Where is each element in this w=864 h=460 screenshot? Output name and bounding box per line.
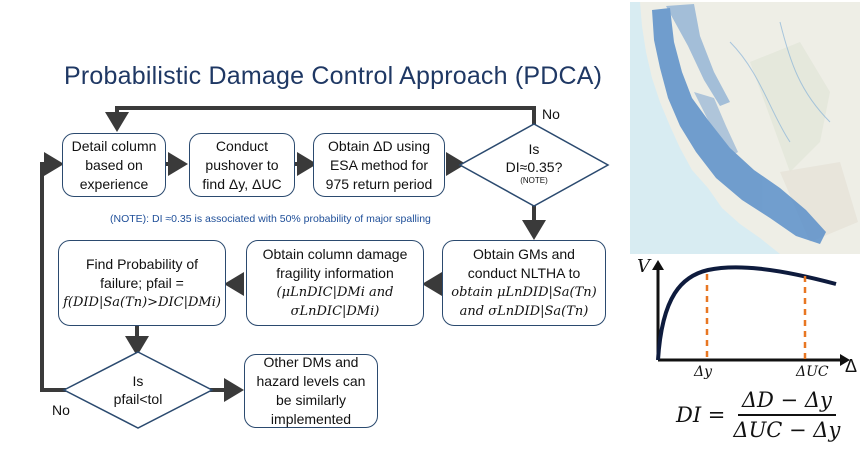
box-esa-line2: ESA method for 975 return period [325,156,433,192]
box-pushover: Conduct pushover to find Δy, ΔUC [189,133,295,197]
decision-pfail-text: Is pfail<tol [88,372,188,408]
box-gms-line3: and σLnDID|Sa(Tn) [459,304,589,319]
delta-axis-arrow [840,354,850,366]
box-gms-line1: Obtain GMs and conduct NLTHA to [467,246,581,281]
arrow-no-loop-top [105,106,536,132]
page-title: Probabilistic Damage Control Approach (P… [64,62,603,90]
box-frag-line2: (μLnDIC|DMi and [276,285,394,300]
box-pushover-line1: Conduct pushover to [205,137,279,173]
decision-pfail-line2: pfail<tol [113,391,163,407]
formula-lhs: DI = [676,403,726,427]
box-prob-line3: f(DID|Sa(Tn)>DIC|DMi) [63,294,221,310]
label-no-bottom: No [52,402,70,418]
box-other-text: Other DMs and hazard levels can be simil… [256,354,366,427]
box-prob-line1: Find Probability of [85,255,199,272]
formula-denominator: ΔUC − Δy [733,418,841,442]
box-fragility: Obtain column damage fragility informati… [246,240,424,326]
decision-pfail-line1: Is [132,373,144,389]
decision-di-text: Is DI≈0.35? (NOTE) [484,140,584,185]
delta-axis-label: Δ [845,356,858,376]
di-formula: DI = ΔD − Δy ΔUC − Δy [676,388,840,442]
box-gms-line2: obtain μLnDID|Sa(Tn) [451,285,597,300]
box-frag-line3: σLnDIC|DMi) [290,304,380,319]
box-esa: Obtain ΔD using ESA method for 975 retur… [313,133,445,197]
box-gms-nltha: Obtain GMs and conduct NLTHA to obtain μ… [442,240,606,326]
arrow-no-loop-left [40,152,66,392]
box-prob-line2: failure; pfail = [100,274,184,291]
note-text: (NOTE): DI ≈0.35 is associated with 50% … [110,213,431,225]
dy-label: Δy [694,364,713,380]
v-axis-arrow [652,260,664,270]
decision-di-note: (NOTE) [520,176,548,185]
box-pushover-line2: find Δy, ΔUC [202,175,282,192]
california-map [630,2,860,254]
decision-di-line1: Is [528,141,540,157]
box-detail-text: Detail column based on experience [71,137,157,192]
decision-di-shape [458,123,610,207]
box-frag-line1: Obtain column damage fragility informati… [262,246,408,281]
capacity-curve [656,265,837,361]
decision-di-line2: DI≈0.35? [505,159,563,175]
formula-numerator: ΔD − Δy [737,388,836,416]
box-detail-column: Detail column based on experience [62,133,166,197]
pushover-curve-plot [652,260,850,366]
formula-fraction: ΔD − Δy ΔUC − Δy [733,388,840,442]
box-probability: Find Probability of failure; pfail = f(D… [58,240,226,326]
v-axis-label: V [637,256,650,277]
duc-label: ΔUC [796,364,829,380]
box-other-dms: Other DMs and hazard levels can be simil… [244,354,378,428]
map-points [652,4,826,244]
decision-pfail-shape [62,351,214,429]
map-graphic [630,2,860,254]
box-esa-line1: Obtain ΔD using [328,137,430,154]
label-no-top: No [542,106,560,122]
